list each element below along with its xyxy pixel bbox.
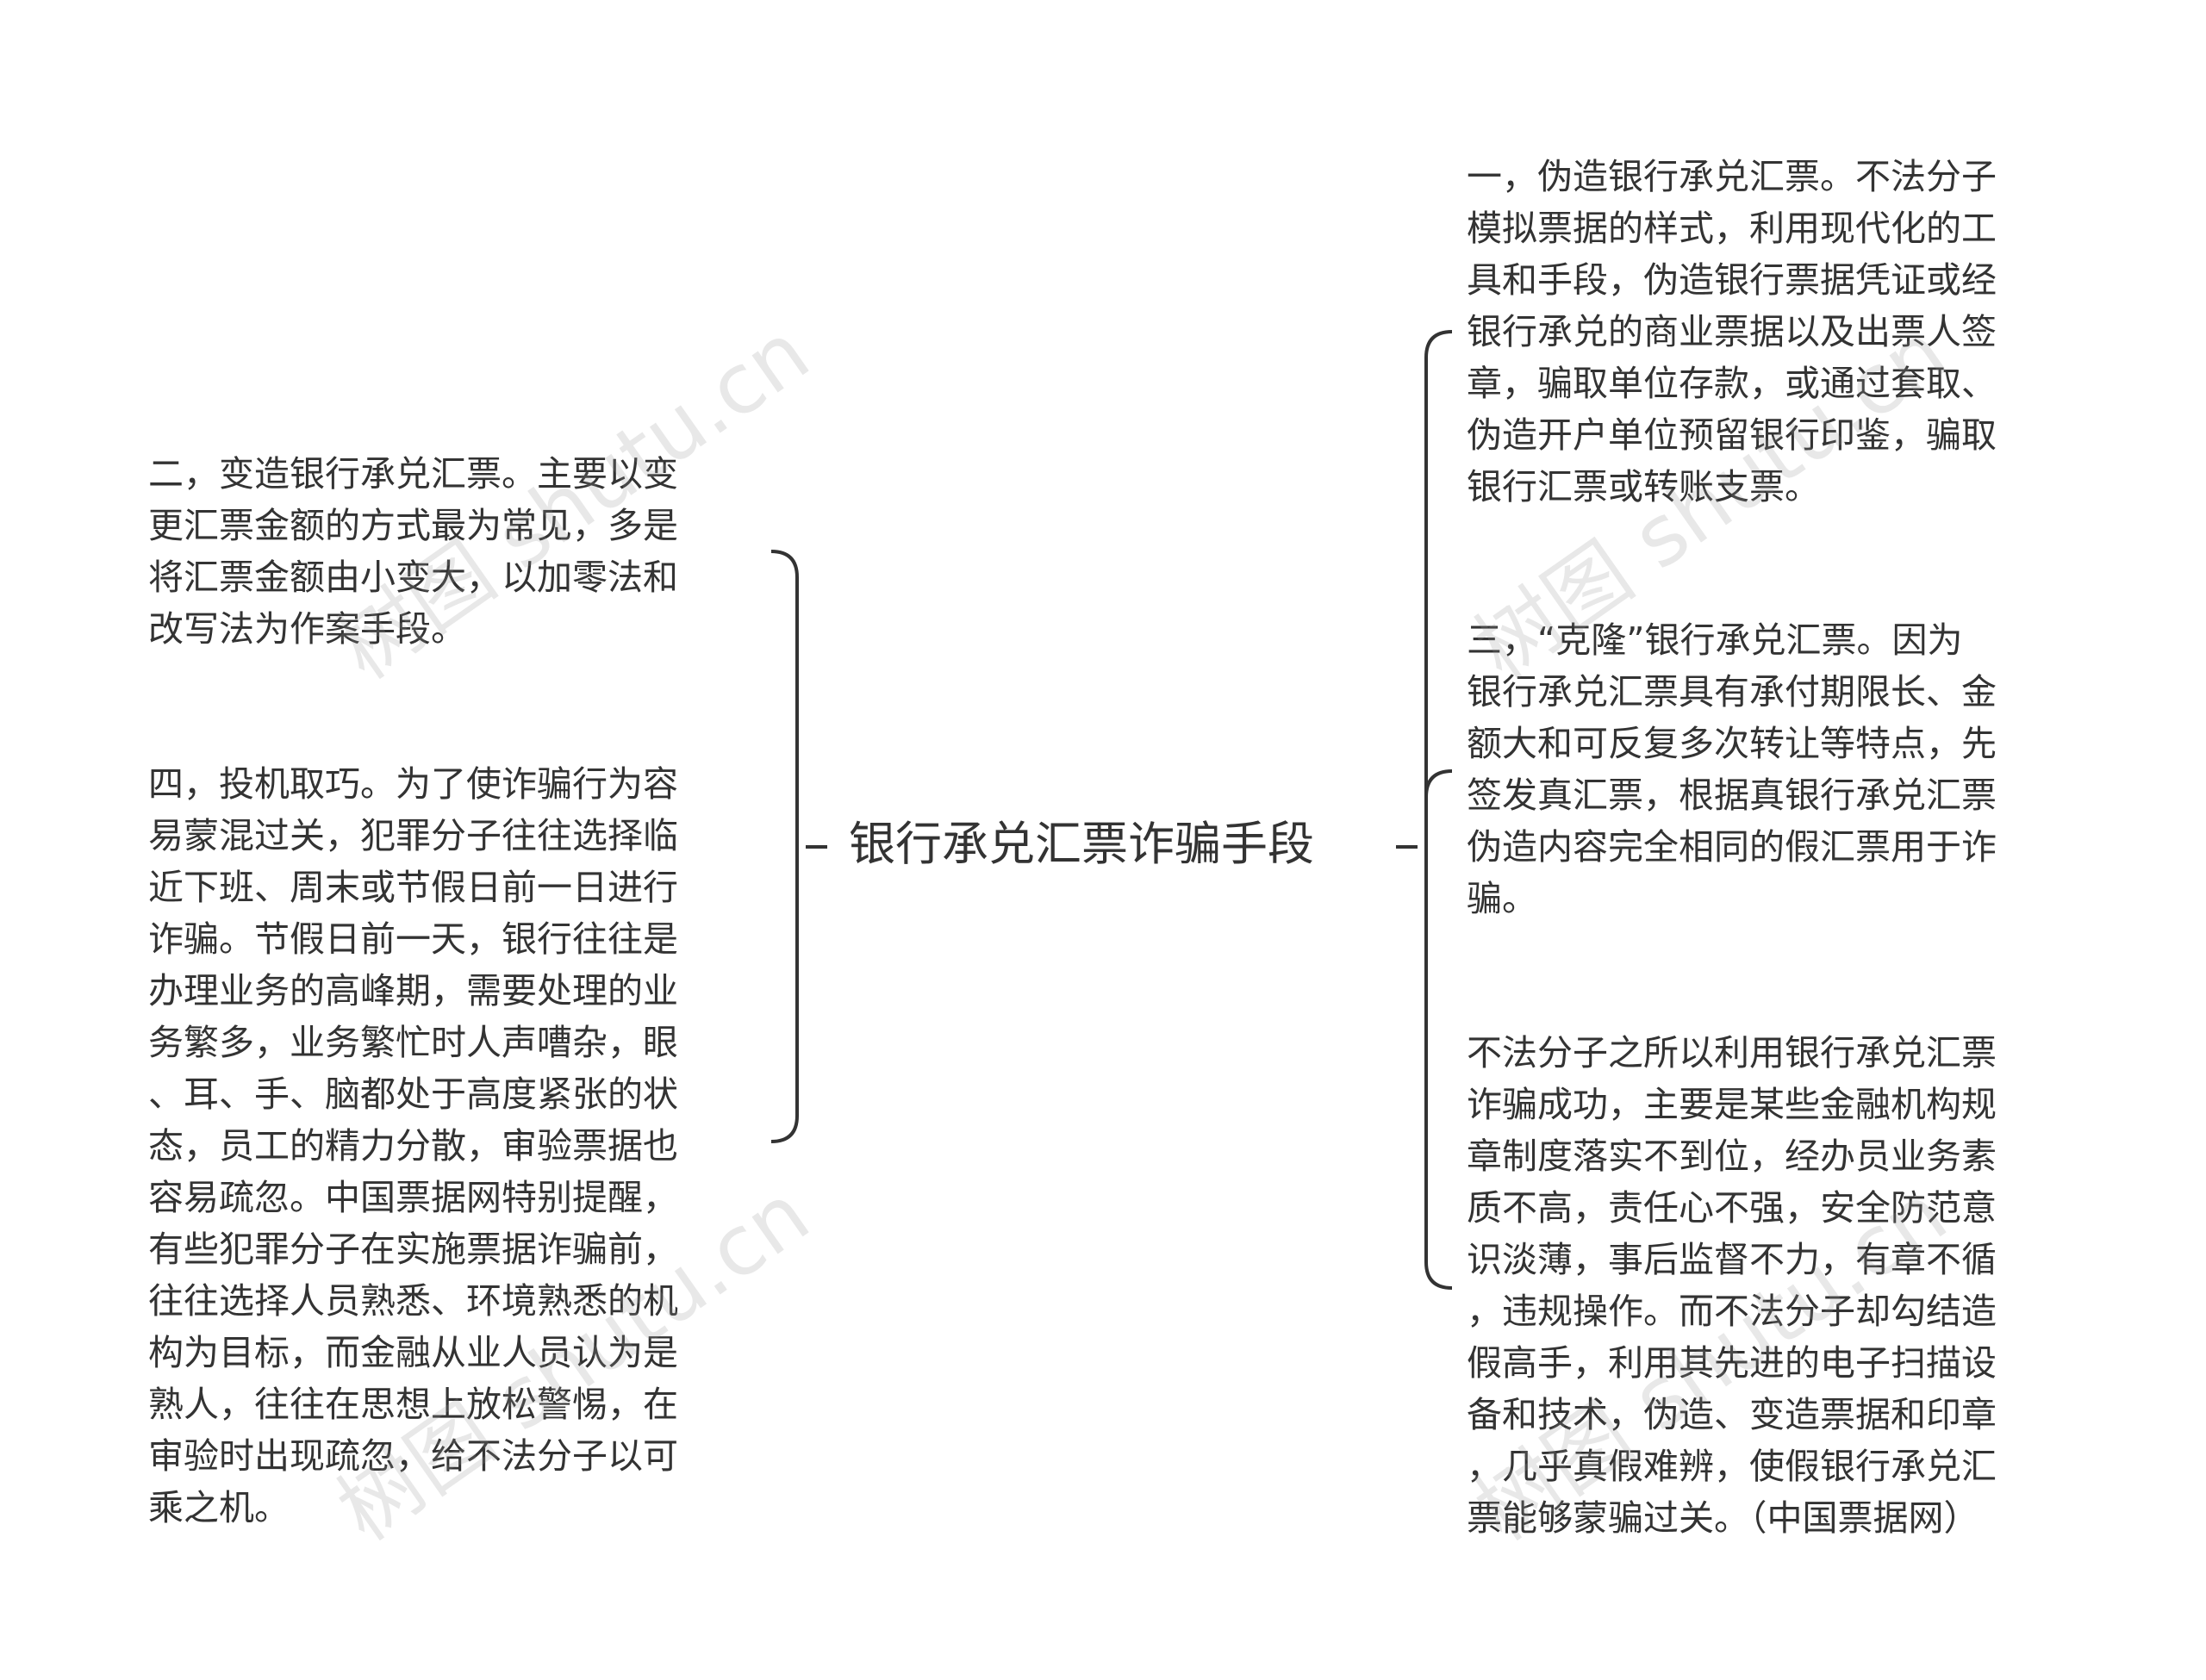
left-bracket: [770, 550, 799, 1143]
branch-node-left-1[interactable]: 二，变造银行承兑汇票。主要以变 更汇票金额的方式最为常见，多是 将汇票金额由小变…: [148, 453, 678, 650]
central-topic[interactable]: 银行承兑汇票诈骗手段: [849, 817, 1314, 871]
branch-node-right-2[interactable]: 三，“克隆”银行承兑汇票。因为 银行承兑汇票具有承付期限长、金 额大和可反复多次…: [1467, 619, 1997, 919]
branch-node-left-2[interactable]: 四，投机取巧。为了使诈骗行为容 易蒙混过关，犯罪分子往往选择临 近下班、周末或节…: [148, 763, 678, 1528]
right-branch-mid: [1424, 769, 1453, 798]
branch-node-right-3[interactable]: 不法分子之所以利用银行承兑汇票 诈骗成功，主要是某些金融机构规 章制度落实不到位…: [1467, 1032, 1997, 1539]
right-bracket: [1424, 330, 1453, 1290]
branch-node-right-1[interactable]: 一，伪造银行承兑汇票。不法分子 模拟票据的样式，利用现代化的工 具和手段，伪造银…: [1467, 156, 1997, 507]
